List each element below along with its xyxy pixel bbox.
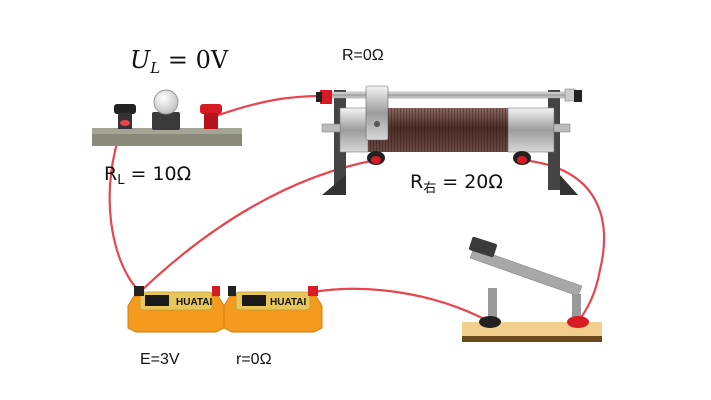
rheostat <box>316 85 582 195</box>
rheostat-resistance-label: R=0Ω <box>342 47 384 64</box>
rheostat-terminal-top-left[interactable] <box>316 90 332 104</box>
switch-terminal-left[interactable] <box>479 316 501 328</box>
lamp-base <box>92 132 242 146</box>
right-resistance-label: R右 = 20Ω <box>410 171 503 196</box>
lamp-resistance-label: RL = 10Ω <box>104 163 191 188</box>
rheostat-terminal-bottom-left[interactable] <box>367 151 385 165</box>
switch-terminal-right[interactable] <box>567 316 589 328</box>
lamp-bulb <box>153 89 179 115</box>
battery-terminal-left[interactable] <box>134 286 144 296</box>
rheostat-slider[interactable] <box>365 85 389 141</box>
lamp-assembly <box>92 89 242 146</box>
wire-lamp-to-rheostat <box>209 94 323 120</box>
internal-resistance-label: r=0Ω <box>236 351 272 368</box>
battery-terminal-mid-red[interactable] <box>212 286 220 296</box>
wire-rheostat-to-switch <box>521 158 606 323</box>
switch-post-left <box>488 288 497 324</box>
battery-brand-right: HUATAI <box>270 297 307 308</box>
lamp-voltage-label: UL = 0V <box>130 46 229 77</box>
rheostat-terminal-bottom-right[interactable] <box>513 151 531 165</box>
rheostat-terminal-top-right[interactable] <box>574 90 582 102</box>
battery-terminal-right[interactable] <box>308 286 318 296</box>
knife-switch <box>462 236 602 342</box>
slider-rod <box>327 91 575 99</box>
emf-label: E=3V <box>140 351 180 368</box>
wire-battery-to-switch <box>312 287 491 323</box>
switch-post-right <box>572 294 581 324</box>
lamp-terminal-red[interactable] <box>200 104 222 129</box>
battery-pack: HUATAI HUATAI <box>127 286 323 333</box>
lamp-socket <box>152 112 180 130</box>
battery-terminal-mid-black[interactable] <box>228 286 236 296</box>
battery-brand-left: HUATAI <box>176 297 213 308</box>
lamp-terminal-black[interactable] <box>114 104 136 129</box>
switch-blade[interactable] <box>468 236 583 297</box>
